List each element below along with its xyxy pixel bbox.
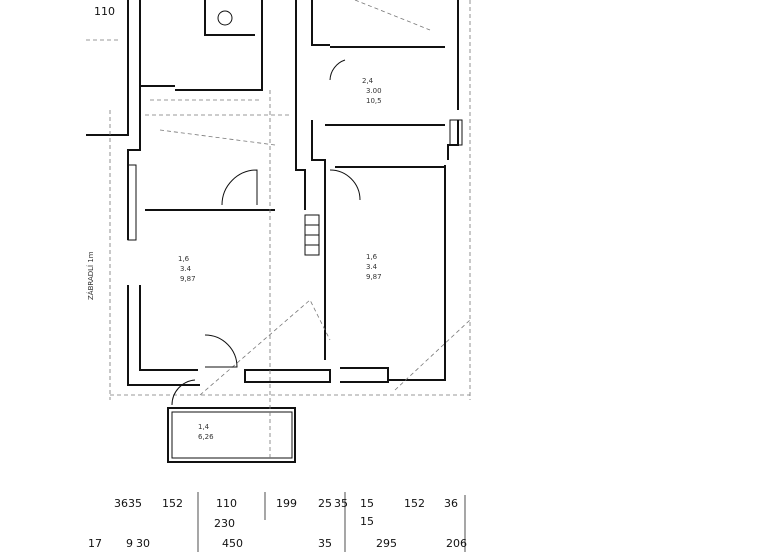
dim-r3-4: 450 xyxy=(222,537,243,550)
wall-corridor-top xyxy=(311,0,330,46)
porch-code: 1,4 xyxy=(198,423,210,431)
wall-corridor-right xyxy=(311,120,326,360)
wall-left-inner xyxy=(127,0,141,240)
dim-r3-3: 30 xyxy=(136,537,150,550)
dim-r1-8: 15 xyxy=(360,497,374,510)
dim-r3-6: 295 xyxy=(376,537,397,550)
dim-r3-5: 35 xyxy=(318,537,332,550)
dim-r1-9: 152 xyxy=(404,497,425,510)
dim-r1-6: 25 xyxy=(318,497,332,510)
dim-r1-4: 110 xyxy=(216,497,237,510)
dim-r3-2: 9 xyxy=(126,537,133,550)
room-left-area: 9,87 xyxy=(180,275,196,283)
door-swing-upper xyxy=(329,59,346,81)
dim-r1-7: 35 xyxy=(334,497,348,510)
guide-diagonal xyxy=(199,299,331,396)
room-left-dim: 3.4 xyxy=(180,265,192,273)
stair-steps xyxy=(305,224,319,246)
wall-wc xyxy=(204,0,255,36)
wc-fixture xyxy=(217,10,233,26)
guide-diagonal-bottom xyxy=(394,319,471,391)
guide-diagonal-top xyxy=(354,0,431,31)
porch-box xyxy=(167,407,296,463)
door-swing-right xyxy=(329,169,361,201)
dim-r3-1: 17 xyxy=(88,537,102,550)
room-right-code: 1,6 xyxy=(366,253,378,261)
dim-r1-2: 35 xyxy=(128,497,142,510)
wall-entry-right xyxy=(340,367,389,383)
wall-bath xyxy=(175,0,263,91)
dim-r1-5: 199 xyxy=(276,497,297,510)
room-upper-right-dim: 3.00 xyxy=(366,87,382,95)
window-right xyxy=(449,119,463,146)
door-swing-hall xyxy=(221,169,258,206)
window-left xyxy=(127,164,137,241)
room-left-code: 1,6 xyxy=(178,255,190,263)
wall-entry-lower xyxy=(244,369,331,383)
door-swing-entry xyxy=(204,334,238,368)
railing-label: ZÁBRADLÍ 1m xyxy=(87,251,95,300)
porch-area: 6,26 xyxy=(198,433,214,441)
wall-left-lower xyxy=(127,285,200,386)
wall-left-lower-inner xyxy=(139,285,198,371)
porch-box-inner xyxy=(171,411,293,459)
wall-right-exterior xyxy=(388,165,446,381)
dim-r1-10: 36 xyxy=(444,497,458,510)
wall-upper-left xyxy=(86,0,129,136)
dim-r2-1: 230 xyxy=(214,517,235,530)
dim-r3-8: 6 xyxy=(460,537,467,550)
dim-r1-1: 36 xyxy=(114,497,128,510)
dim-r1-3: 152 xyxy=(162,497,183,510)
room-right-area: 9,87 xyxy=(366,273,382,281)
top-left-dim: 110 xyxy=(94,5,115,18)
room-upper-right-code: 2,4 xyxy=(362,77,374,85)
wall-corridor-left xyxy=(295,0,306,210)
room-upper-right-area: 10,5 xyxy=(366,97,382,105)
door-swing-porch xyxy=(171,379,196,406)
dim-r2-2: 15 xyxy=(360,515,374,528)
room-right-dim: 3.4 xyxy=(366,263,378,271)
dim-r3-7: 20 xyxy=(446,537,460,550)
guide-line-c xyxy=(159,129,276,146)
